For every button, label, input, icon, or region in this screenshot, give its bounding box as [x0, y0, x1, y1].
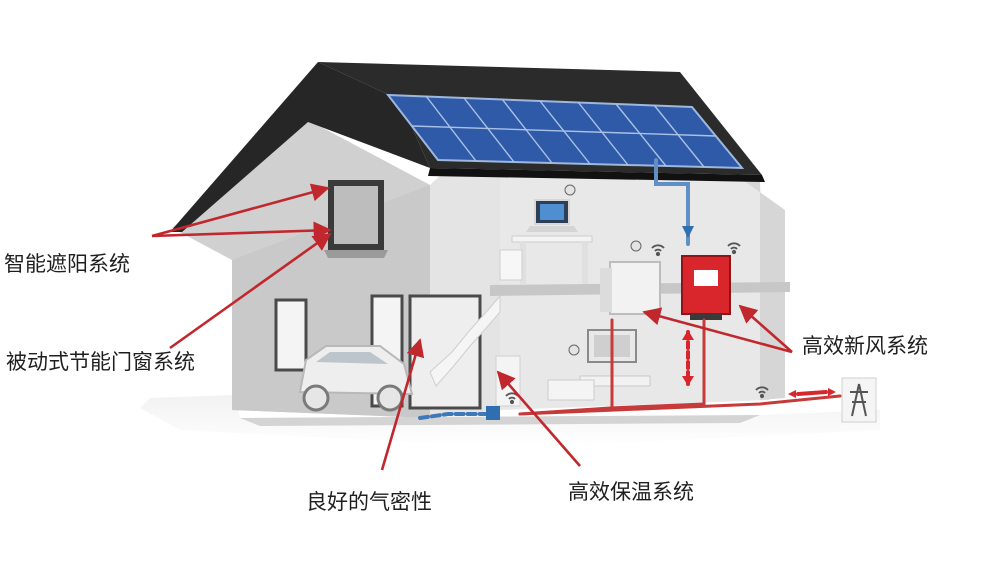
sofa: [547, 379, 595, 401]
car-icon: [298, 345, 414, 412]
roof-left: [170, 62, 430, 232]
duct-arrow-icon: [682, 226, 694, 238]
callout-vent-2: [738, 304, 793, 353]
roof-edge: [428, 168, 765, 182]
laptop-icon: [526, 199, 578, 232]
callout-windows: [169, 232, 332, 350]
chair: [499, 249, 523, 281]
window-left: [274, 298, 308, 372]
desk-leg: [520, 242, 526, 284]
passive-door: [408, 294, 482, 410]
solar-panel-grid: [411, 95, 717, 168]
callout-airtight: [380, 338, 425, 471]
pipe-junction: [486, 406, 500, 420]
transmission-tower-icon: [841, 377, 877, 423]
callout-lines: [151, 183, 793, 471]
label-smart-shading: 智能遮阳系统: [4, 252, 130, 276]
ventilation-ducts: [418, 158, 842, 420]
staircase: [429, 294, 501, 387]
shading-window-blind: [334, 186, 378, 244]
controller-screen: [694, 270, 718, 286]
callout-shading-1: [151, 183, 330, 238]
wifi-icon: [505, 242, 769, 405]
ventilation-unit: [609, 261, 661, 315]
shading-window-sill: [324, 250, 388, 258]
label-insulation: 高效保温系统: [568, 480, 694, 504]
callout-shading-2: [151, 221, 332, 240]
callout-insulation: [496, 370, 581, 467]
label-airtightness: 良好的气密性: [306, 490, 432, 514]
callout-vent-1: [642, 307, 793, 354]
ground-shadow: [240, 415, 760, 426]
bulb-icon: [564, 184, 642, 356]
controller-base: [690, 314, 722, 320]
ventilation-unit-side: [600, 268, 612, 312]
storage-unit: [495, 355, 521, 407]
label-passive-windows: 被动式节能门窗系统: [6, 350, 195, 374]
label-ventilation: 高效新风系统: [802, 334, 928, 358]
desk: [511, 235, 593, 243]
desk-leg-2: [582, 242, 588, 284]
